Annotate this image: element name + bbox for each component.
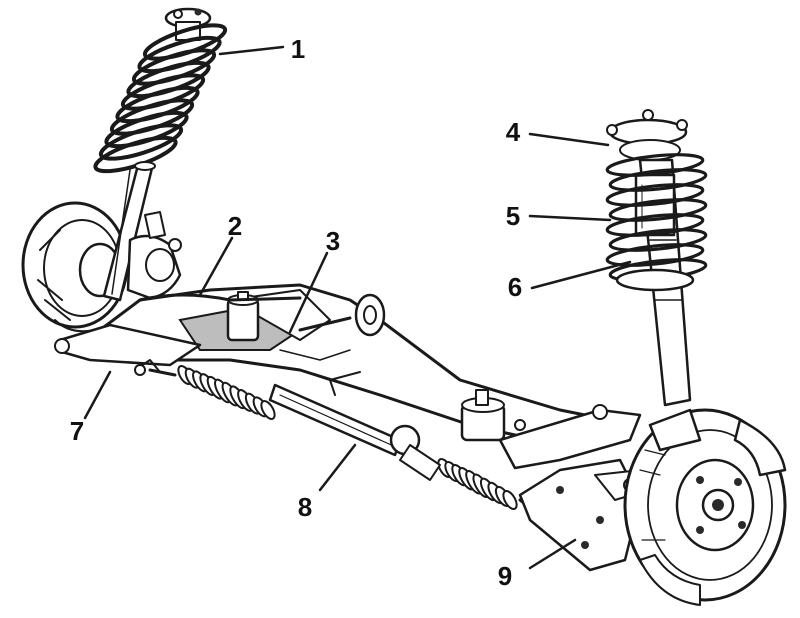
left-coil-spring [93,7,228,174]
coil-turn [608,198,708,222]
coil-turn [605,153,705,177]
coil-turn [98,123,184,161]
callout-7: 7 [70,416,84,446]
right-brake-disc [623,408,787,606]
left-strut [102,161,156,302]
callout-1: 1 [291,34,305,64]
coil-turn [605,213,705,237]
leader-line-6 [530,260,632,290]
stabilizer-link [298,293,386,337]
leader-line-8 [318,443,357,492]
leader-line-3 [288,251,329,334]
callout-3: 3 [326,226,340,256]
leader-line-7 [83,370,112,420]
callout-4: 4 [506,117,521,147]
coil-turn [605,183,705,207]
leader-line-4 [528,132,610,147]
callout-9: 9 [498,561,512,591]
coil-turn [608,168,708,192]
coil-turn [608,228,708,252]
leader-line-9 [528,538,577,570]
boot-fold [260,399,276,421]
callouts: 1 2 3 4 5 6 7 8 9 [70,34,522,591]
left-knuckle [126,211,182,300]
callout-5: 5 [506,201,520,231]
coil-turn [605,243,705,267]
anti-roll-bar [138,293,302,302]
right-control-arm [498,404,642,470]
callout-6: 6 [508,272,522,302]
right-strut-mount [606,109,688,161]
leader-line-2 [198,236,234,297]
callout-8: 8 [298,492,312,522]
leader-line-1 [218,45,285,56]
right-engine-mount [460,389,506,442]
callout-2: 2 [228,211,242,241]
leader-lines [83,45,632,570]
boot-fold [502,489,518,511]
right-coil-spring [605,153,708,292]
leader-line-5 [528,214,612,222]
